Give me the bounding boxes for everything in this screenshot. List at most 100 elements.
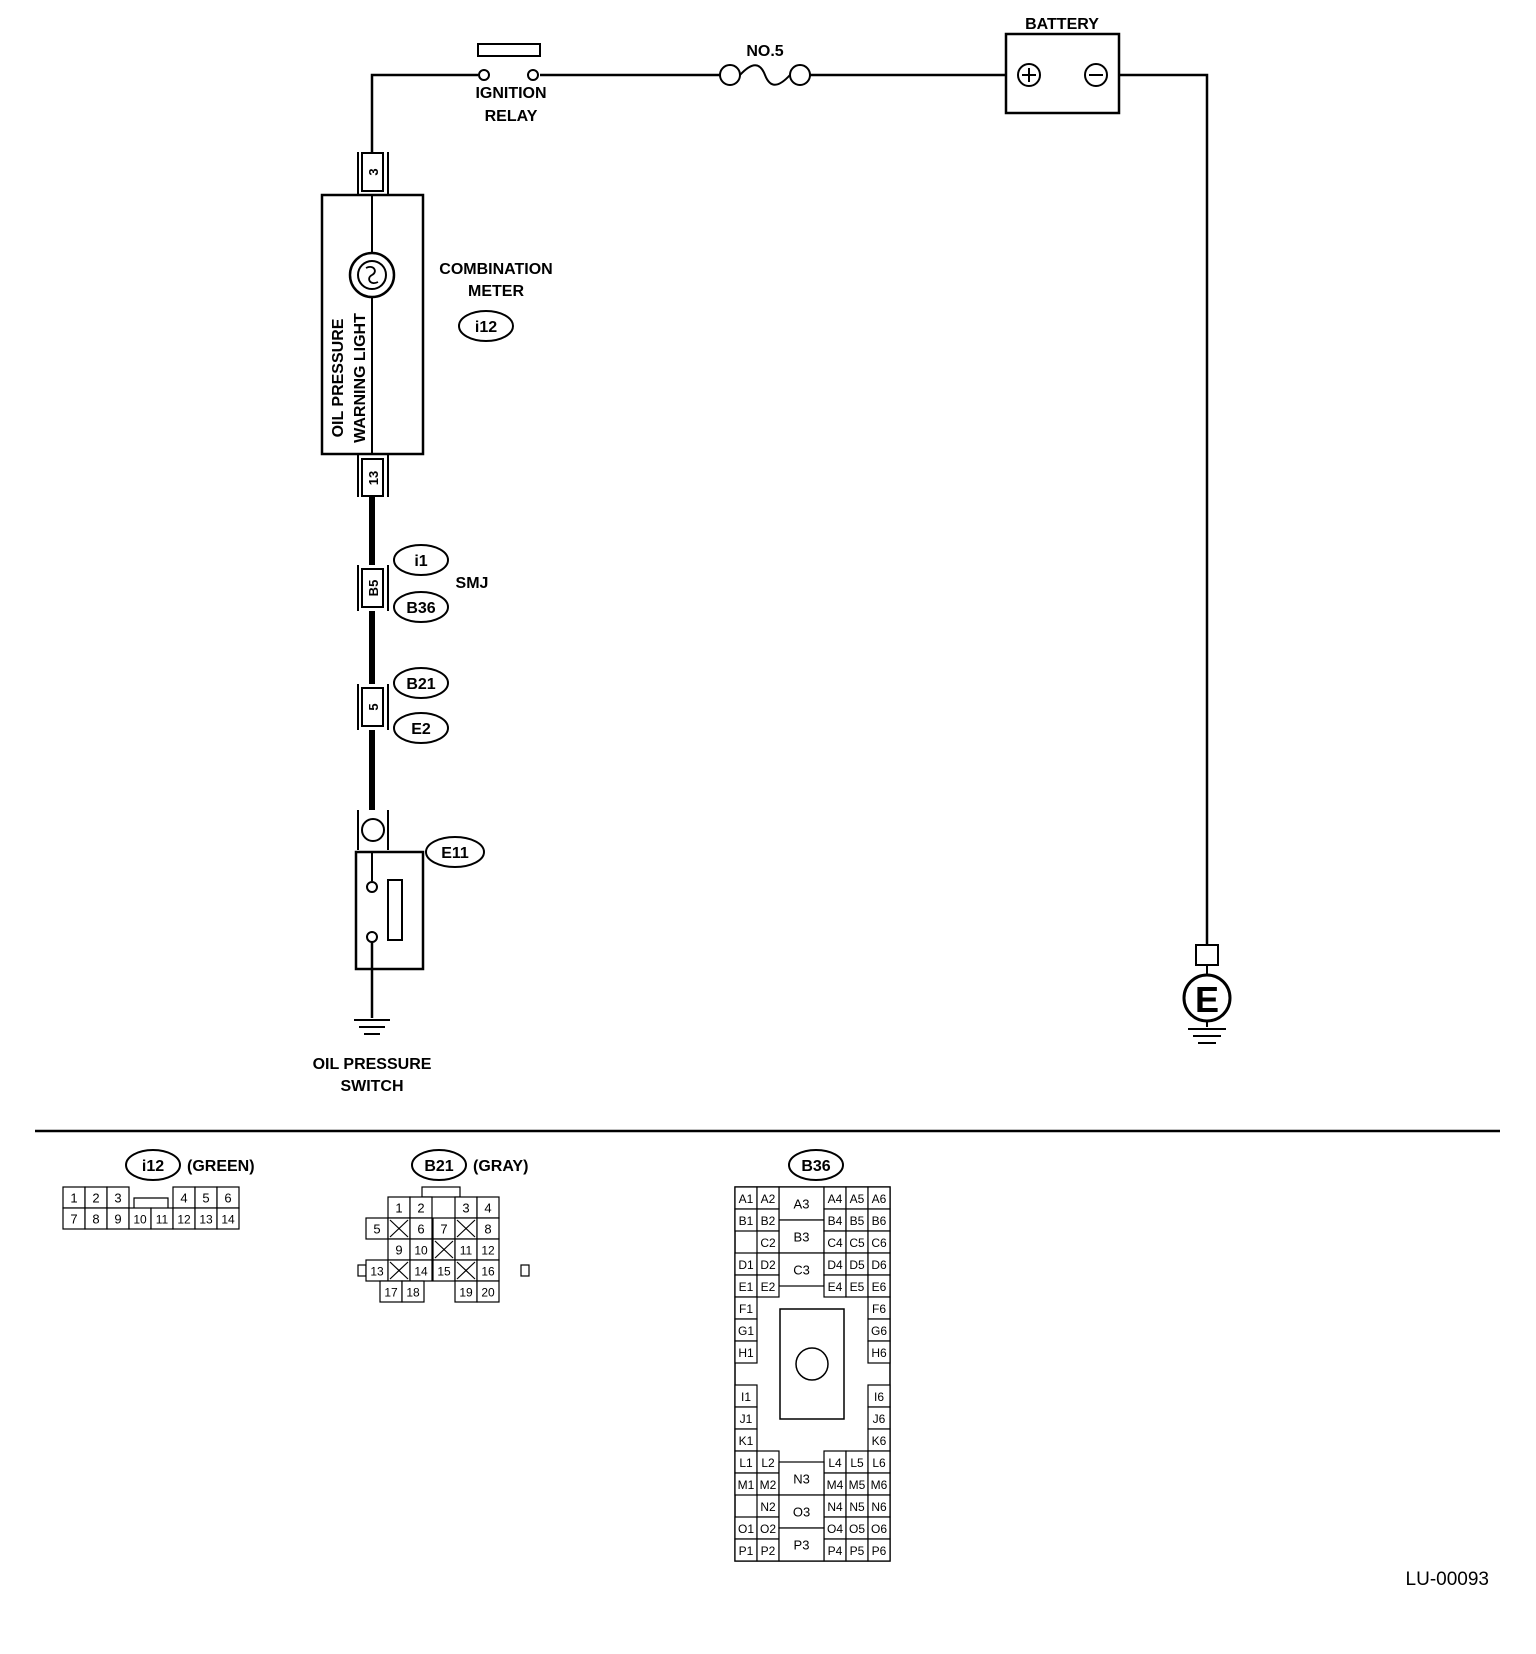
view-b36-name: B36: [801, 1158, 830, 1175]
pin-cell-label: D2: [760, 1258, 776, 1272]
connector-tag-e2: E2: [411, 721, 431, 738]
pin-cell-label: A2: [761, 1192, 776, 1206]
pin-cell-label: G1: [738, 1324, 754, 1338]
pin-cell-label: 12: [481, 1244, 495, 1258]
pin-cell-label: N5: [849, 1500, 865, 1514]
pin-cell-label: 2: [92, 1191, 99, 1206]
pin-cell-label: N6: [871, 1500, 887, 1514]
pin-cell-label: 6: [417, 1222, 424, 1237]
pin-cell-label: 10: [133, 1213, 147, 1227]
pin-cell-label: 11: [156, 1213, 169, 1227]
pin-cell-box: [867, 1340, 891, 1364]
lamp-label-line1: OIL PRESSURE: [330, 318, 347, 437]
pin-cell-label: J6: [873, 1412, 886, 1426]
pin-cell-box: [756, 1274, 780, 1298]
pin-cell-label: F1: [739, 1302, 753, 1316]
pin-cell-label: B4: [828, 1214, 843, 1228]
pin-cell-label: B5: [850, 1214, 865, 1228]
pin-cell-label: P4: [828, 1544, 843, 1558]
side-tab: [357, 1264, 367, 1277]
pin-cell-label: B6: [872, 1214, 887, 1228]
pin-cell-label: 14: [414, 1265, 428, 1279]
pin-cell-label: 6: [224, 1191, 231, 1206]
pin-cell-label: K6: [872, 1434, 887, 1448]
switch-label-line2: SWITCH: [340, 1078, 403, 1095]
ground-e: E: [1182, 944, 1232, 1044]
pin-cell-label: O5: [849, 1522, 865, 1536]
pin-cell-label: D4: [827, 1258, 843, 1272]
pin-cell-label: P3: [794, 1538, 810, 1553]
pin-cell-label: L6: [872, 1456, 886, 1470]
lamp-label-line2: WARNING LIGHT: [352, 313, 369, 443]
ignition-relay: IGNITION RELAY: [475, 43, 547, 125]
pin-cell-label: O6: [871, 1522, 887, 1536]
blocked-pin-cross: [456, 1219, 476, 1238]
pin-cell-label: M5: [849, 1478, 866, 1492]
pin-cell-label: E5: [850, 1280, 865, 1294]
pin-cell-label: C2: [760, 1236, 776, 1250]
view-i12-color: (GREEN): [187, 1158, 255, 1175]
blocked-pin-cross: [456, 1261, 476, 1280]
connector-tag-b21: B21: [406, 676, 435, 693]
pin-cell-label: 13: [370, 1265, 384, 1279]
pin-cell-box: [734, 1340, 758, 1364]
pin-cell-label: M6: [871, 1478, 888, 1492]
pin-cell-label: N2: [760, 1500, 776, 1514]
pin-cell-label: E4: [828, 1280, 843, 1294]
pin-cell-label: C6: [871, 1236, 887, 1250]
pin-cell-label: H6: [871, 1346, 887, 1360]
meter-label-line2: METER: [468, 283, 524, 300]
pin-cell-label: 4: [484, 1201, 491, 1216]
connector-tag-i1: i1: [414, 553, 427, 570]
pin-cell-label: 1: [395, 1201, 402, 1216]
pin-13-connector: 13: [357, 454, 389, 497]
view-b21-color: (GRAY): [473, 1158, 528, 1175]
pin-cell-label: M4: [827, 1478, 844, 1492]
side-tab: [520, 1264, 530, 1277]
pin-cell-label: K1: [739, 1434, 754, 1448]
pin-cell-label: C4: [827, 1236, 843, 1250]
pin-cell-label: F6: [872, 1302, 886, 1316]
pin-3-connector: 3: [357, 152, 389, 195]
pin-cell-label: 3: [114, 1191, 121, 1206]
fuse-label: NO.5: [746, 43, 783, 60]
b36-mount-hole: [795, 1347, 829, 1381]
pin-cell-box: [778, 1252, 825, 1287]
pin-cell-label: B1: [739, 1214, 754, 1228]
pin-cell-label: 18: [406, 1286, 420, 1300]
pin-cell-label: A6: [872, 1192, 887, 1206]
relay-label-line1: IGNITION: [475, 85, 546, 102]
pin-cell-label: 5: [202, 1191, 209, 1206]
pin-cell-label: 7: [440, 1222, 447, 1237]
pin-cell-label: 9: [395, 1243, 402, 1258]
pin-cell-label: O3: [793, 1505, 810, 1520]
pin-cell-label: 17: [384, 1286, 398, 1300]
view-i12-name: i12: [142, 1158, 164, 1175]
pin-cell-label: B3: [794, 1230, 810, 1245]
pin-cell-box: [401, 1280, 425, 1303]
pin-cell-label: 13: [199, 1213, 213, 1227]
pin-cell-label: A4: [828, 1192, 843, 1206]
pin-cell-box: [476, 1280, 500, 1303]
battery-label: BATTERY: [1025, 16, 1099, 33]
connector-tag-e11: E11: [441, 845, 469, 862]
lock-tab: [421, 1186, 461, 1198]
ground-e-label: E: [1195, 979, 1219, 1020]
pin-b5-label: B5: [366, 580, 381, 597]
b36-inner-block: [779, 1308, 845, 1420]
pin-cell-box: [778, 1527, 825, 1562]
pin-cell-label: 12: [177, 1213, 191, 1227]
pin-cell-label: O1: [738, 1522, 754, 1536]
connector-tag-i12: i12: [475, 319, 497, 336]
pin-cell-label: 9: [114, 1212, 121, 1227]
pin-cell-label: P2: [761, 1544, 776, 1558]
pin-cell-label: O2: [760, 1522, 776, 1536]
relay-label-line2: RELAY: [485, 108, 538, 125]
b21-e2-connector: 5 B21 E2: [357, 667, 449, 744]
pin-cell-label: P5: [850, 1544, 865, 1558]
battery: BATTERY: [1004, 16, 1121, 115]
meter-label-line1: COMBINATION: [439, 261, 552, 278]
wire-relay-left: [370, 73, 478, 152]
